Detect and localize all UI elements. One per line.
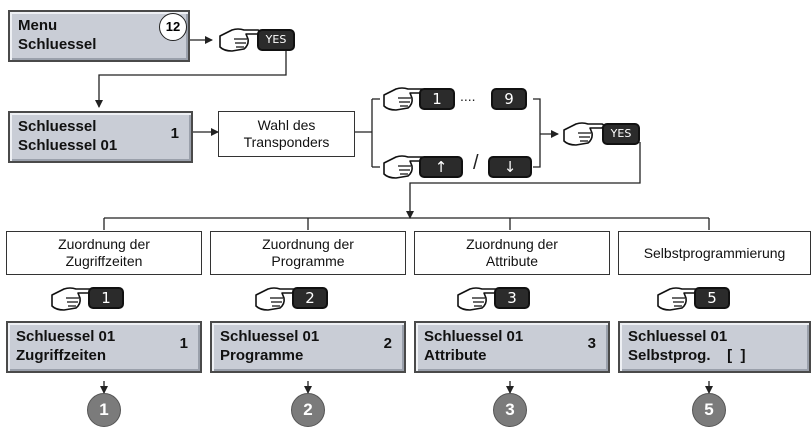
lcd-display-menu: Menu Schluessel <box>8 10 190 62</box>
lcd-line-2: Schluessel 01 <box>18 137 118 154</box>
lcd-display-branch-3: Schluessel 01 Attribute 3 <box>414 321 610 373</box>
lcd-line-1: Schluessel <box>18 118 97 135</box>
lcd-line-2: Programme <box>220 347 304 364</box>
caption-line-1: Zuordnung der <box>466 236 558 252</box>
arrow-up-key[interactable]: ↑ <box>419 156 463 178</box>
caption-line-2: Transponders <box>243 134 330 150</box>
key-1[interactable]: 1 <box>419 88 455 110</box>
caption-branch-3: Zuordnung der Attribute <box>414 231 610 275</box>
lcd-display-branch-1: Schluessel 01 Zugriffzeiten 1 <box>6 321 202 373</box>
lcd-line-2: Attribute <box>424 347 487 364</box>
step-number-badge: 12 <box>159 13 187 41</box>
lcd-number: 1 <box>170 125 179 142</box>
lcd-line-1: Schluessel 01 <box>628 328 728 345</box>
end-marker-1: 1 <box>87 393 121 427</box>
arrow-to-lcd-schluessel <box>95 48 287 108</box>
hand-pointer-icon <box>255 287 297 311</box>
arrow-down-key[interactable]: ↓ <box>488 156 532 178</box>
key-5[interactable]: 5 <box>694 287 730 309</box>
caption-line-1: Wahl des <box>257 117 316 133</box>
join-bracket <box>533 98 541 168</box>
lcd-line-1: Schluessel 01 <box>16 328 116 345</box>
caption-line-1: Selbstprogrammierung <box>643 244 786 261</box>
caption-line-2: Attribute <box>485 253 539 269</box>
lcd-number: 2 <box>383 335 392 352</box>
range-dots: .... <box>460 88 476 104</box>
yes-key[interactable]: YES <box>257 29 295 51</box>
hand-pointer-icon <box>383 155 425 179</box>
or-slash: / <box>473 152 479 174</box>
lcd-display-branch-4: Schluessel 01 Selbstprog. [ ] <box>618 321 811 373</box>
key-2[interactable]: 2 <box>292 287 328 309</box>
end-marker-2: 2 <box>291 393 325 427</box>
key-9[interactable]: 9 <box>491 88 527 110</box>
caption-line-2: Programme <box>271 253 345 269</box>
caption-branch-2: Zuordnung der Programme <box>210 231 406 275</box>
hand-pointer-icon <box>383 87 425 111</box>
caption-branch-1: Zuordnung der Zugriffzeiten <box>6 231 202 275</box>
key-3[interactable]: 3 <box>494 287 530 309</box>
caption-line-2: Zugriffzeiten <box>65 253 143 269</box>
caption-wahl-des-transponders: Wahl des Transponders <box>218 111 355 157</box>
end-marker-5: 5 <box>692 393 726 427</box>
hand-pointer-icon <box>563 122 605 146</box>
lcd-display-schluessel: Schluessel Schluessel 01 1 <box>8 111 193 163</box>
arrow-to-branches <box>406 142 641 219</box>
end-marker-3: 3 <box>493 393 527 427</box>
lcd-line-2: Zugriffzeiten <box>16 347 106 364</box>
lcd-number: 3 <box>587 335 596 352</box>
hand-pointer-icon <box>51 287 93 311</box>
caption-line-1: Zuordnung der <box>262 236 354 252</box>
key-1[interactable]: 1 <box>88 287 124 309</box>
hand-pointer-icon <box>219 28 261 52</box>
yes-key[interactable]: YES <box>602 123 640 145</box>
lcd-number: 1 <box>179 335 188 352</box>
lcd-line-1: Schluessel 01 <box>424 328 524 345</box>
caption-branch-4: Selbstprogrammierung <box>618 231 811 275</box>
lcd-line-2: Schluessel <box>18 36 97 53</box>
hand-pointer-icon <box>457 287 499 311</box>
lcd-display-branch-2: Schluessel 01 Programme 2 <box>210 321 406 373</box>
hand-pointer-icon <box>657 287 699 311</box>
lcd-line-1: Menu <box>18 17 58 34</box>
caption-line-1: Zuordnung der <box>58 236 150 252</box>
lcd-line-1: Schluessel 01 <box>220 328 320 345</box>
lcd-line-2: Selbstprog. [ ] <box>628 347 746 364</box>
